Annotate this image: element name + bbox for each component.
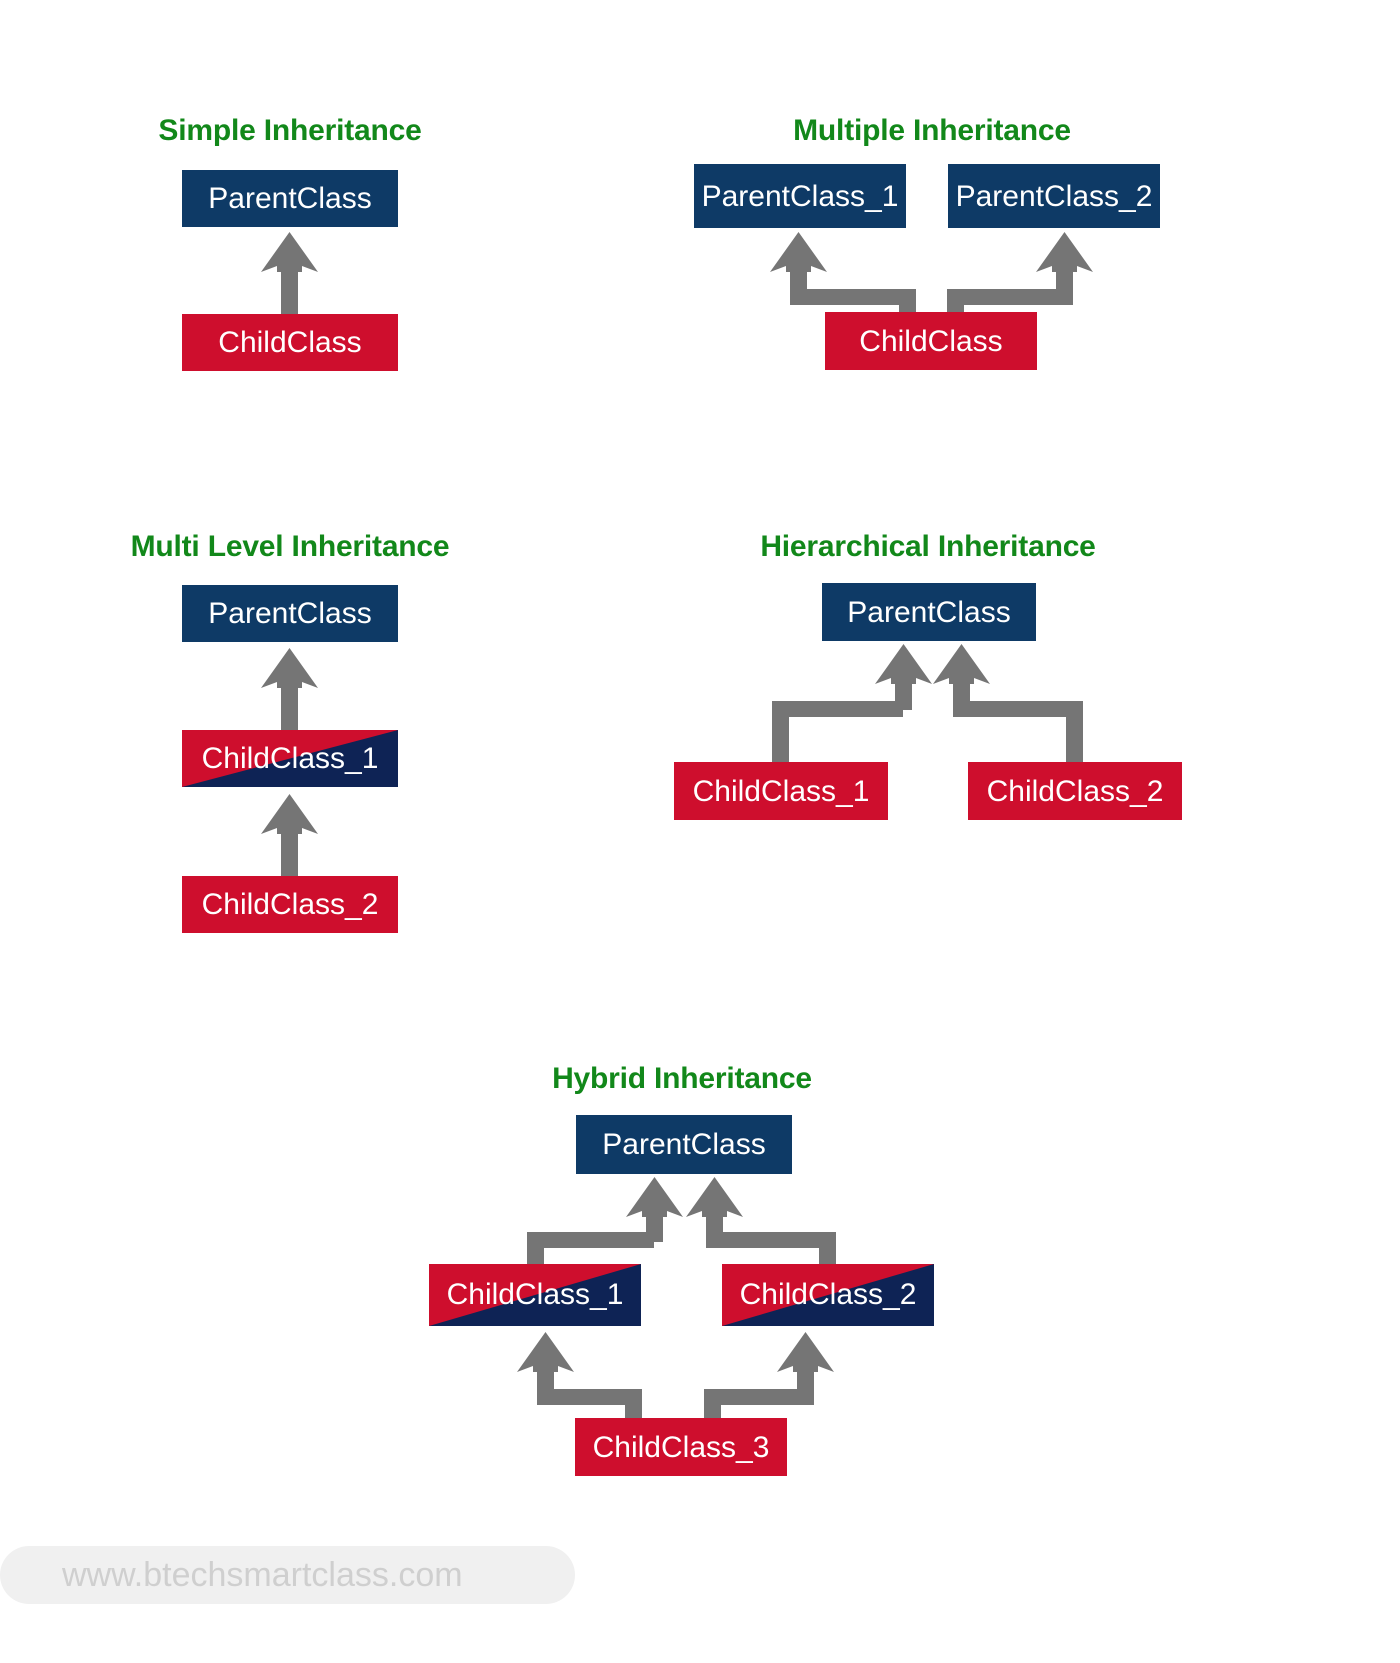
node-hybrid-child-3[interactable]: ChildClass_3 [575, 1418, 787, 1476]
node-hierarchical-child-2[interactable]: ChildClass_2 [968, 762, 1182, 820]
node-hybrid-parent[interactable]: ParentClass [576, 1115, 792, 1174]
node-label: ChildClass_2 [987, 775, 1164, 808]
edge-multiple-child-to-parent-1 [770, 232, 916, 319]
split-fill [429, 1264, 641, 1326]
node-label: ChildClass [218, 326, 361, 359]
edge-hybrid-child3-to-child1 [517, 1332, 642, 1419]
edge-multilevel-child1-to-parent [261, 648, 318, 733]
section-title-hierarchical: Hierarchical Inheritance [760, 530, 1095, 563]
node-label: ParentClass [847, 596, 1010, 629]
section-multiple-inheritance: Multiple Inheritance ParentClass_1 [694, 114, 1160, 370]
node-label: ParentClass [602, 1128, 765, 1161]
edge-hybrid-child1-to-parent [527, 1177, 683, 1264]
section-hybrid-inheritance: Hybrid Inheritance [429, 1062, 934, 1476]
section-hierarchical-inheritance: Hierarchical Inheritance ParentClass [674, 530, 1182, 820]
node-label: ChildClass_1 [447, 1278, 624, 1311]
edge-hybrid-child3-to-child2 [704, 1332, 834, 1419]
node-multiple-child[interactable]: ChildClass [825, 312, 1037, 370]
node-label: ParentClass [208, 597, 371, 630]
watermark-pill [0, 1546, 575, 1604]
node-multiple-parent-2[interactable]: ParentClass_2 [948, 164, 1160, 228]
edge-simple-child-to-parent [261, 232, 318, 320]
section-simple-inheritance: Simple Inheritance ParentClass ChildClas… [158, 114, 422, 371]
node-label: ChildClass_2 [740, 1278, 917, 1311]
section-title-simple: Simple Inheritance [158, 114, 421, 147]
node-label: ParentClass_1 [702, 180, 899, 213]
node-multilevel-child-2[interactable]: ChildClass_2 [182, 876, 398, 933]
node-hierarchical-parent[interactable]: ParentClass [822, 583, 1036, 641]
edge-hierarchical-child1-to-parent [772, 644, 932, 765]
section-multilevel-inheritance: Multi Level Inheritance ParentClass [131, 530, 450, 933]
node-hierarchical-child-1[interactable]: ChildClass_1 [674, 762, 888, 820]
watermark: www.btechsmartclass.com [0, 1546, 575, 1604]
node-label: ParentClass_2 [956, 180, 1153, 213]
node-label: ParentClass [208, 182, 371, 215]
section-title-multilevel: Multi Level Inheritance [131, 530, 450, 563]
node-simple-parent[interactable]: ParentClass [182, 170, 398, 227]
node-label: ChildClass [859, 325, 1002, 358]
node-hybrid-child-1[interactable]: ChildClass_1 [429, 1264, 641, 1326]
split-fill [182, 730, 398, 787]
node-multiple-parent-1[interactable]: ParentClass_1 [694, 164, 906, 228]
node-multilevel-parent[interactable]: ParentClass [182, 585, 398, 642]
node-label: ChildClass_1 [202, 742, 379, 775]
node-hybrid-child-2[interactable]: ChildClass_2 [722, 1264, 934, 1326]
watermark-text: www.btechsmartclass.com [61, 1556, 463, 1594]
node-simple-child[interactable]: ChildClass [182, 314, 398, 371]
section-title-hybrid: Hybrid Inheritance [552, 1062, 812, 1095]
node-label: ChildClass_3 [593, 1431, 770, 1464]
edge-multiple-child-to-parent-2 [947, 232, 1093, 319]
section-title-multiple: Multiple Inheritance [793, 114, 1071, 147]
split-fill [722, 1264, 934, 1326]
node-multilevel-child-1[interactable]: ChildClass_1 [182, 730, 398, 787]
edge-hierarchical-child2-to-parent [933, 644, 1083, 765]
edge-hybrid-child2-to-parent [686, 1177, 836, 1264]
node-label: ChildClass_2 [202, 888, 379, 921]
node-label: ChildClass_1 [693, 775, 870, 808]
edge-multilevel-child2-to-child1 [261, 794, 318, 879]
